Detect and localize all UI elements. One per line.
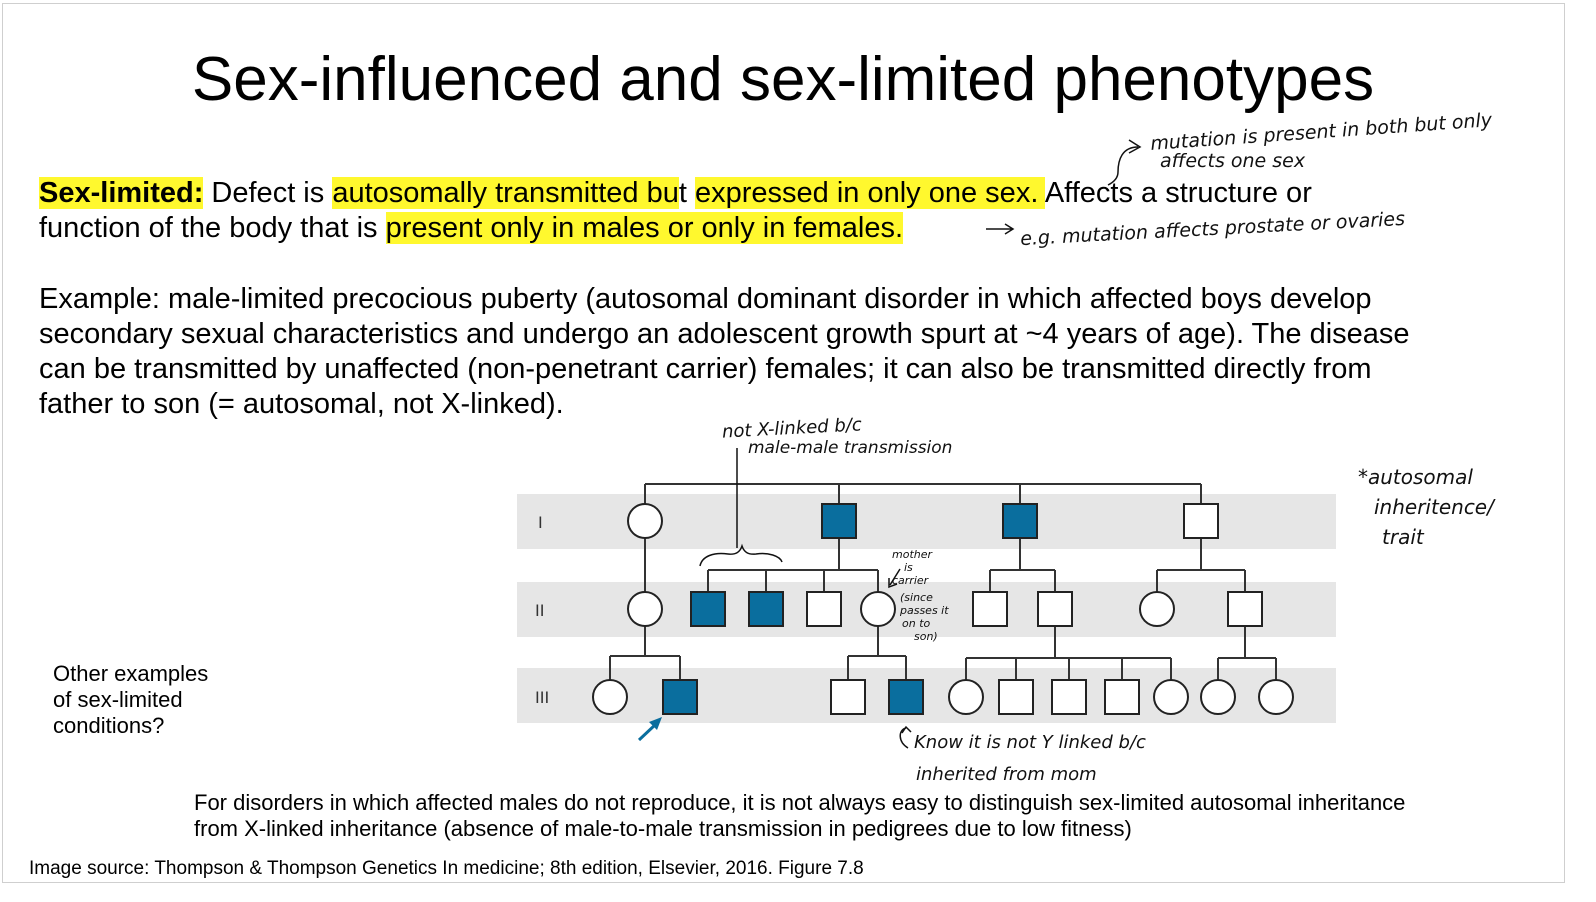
arrow-icon (1128, 139, 1142, 154)
note-from-mom: inherited from mom (916, 764, 1097, 785)
note-line: inheritence/ (1374, 495, 1494, 519)
footer-note: For disorders in which affected males do… (194, 790, 1405, 842)
image-source: Image source: Thompson & Thompson Geneti… (29, 858, 864, 879)
female-II-8 (1139, 591, 1175, 627)
definition-text: Defect is (203, 177, 333, 209)
male-II-6 (972, 591, 1008, 627)
highlight-one-sex: expressed in only one sex. (695, 177, 1045, 209)
note-line: trait (1382, 525, 1424, 549)
note-line: *autosomal (1358, 465, 1473, 489)
male-II-4 (806, 591, 842, 627)
pedigree-individuals (592, 503, 1294, 715)
other-examples-line: conditions? (53, 713, 165, 738)
example-line-2: secondary sexual characteristics and und… (39, 318, 1410, 350)
proband-arrow-icon (637, 717, 662, 742)
male-II-9 (1227, 591, 1263, 627)
arrow-icon (901, 725, 912, 734)
handwritten-marks (699, 139, 1142, 749)
affected-male-III-2-proband (662, 679, 698, 715)
note-male-male: male-male transmission (748, 438, 953, 458)
note-autosomal: *autosomal inheritence/ trait (1358, 462, 1494, 552)
generation-band-III (517, 668, 1336, 723)
other-examples-line: of sex-limited (53, 687, 183, 712)
note-line: is (904, 561, 913, 574)
carrier-female-II-5 (860, 591, 896, 627)
footer-note-line: For disorders in which affected males do… (194, 790, 1406, 815)
highlight-autosomal: autosomally transmitted bu (332, 177, 679, 209)
note-line: (since (900, 591, 933, 604)
affected-male-II-3 (748, 591, 784, 627)
male-II-7 (1037, 591, 1073, 627)
affected-male-II-2 (690, 591, 726, 627)
note-line: passes it (900, 604, 949, 617)
slide-title: Sex-influenced and sex-limited phenotype… (191, 45, 1375, 114)
example-line-1: Example: male-limited precocious puberty… (39, 283, 1372, 315)
note-one-sex: affects one sex (1160, 150, 1306, 172)
generation-label-III: III (535, 688, 549, 707)
female-III-11 (1258, 679, 1294, 715)
generation-labels: I II III (535, 513, 549, 707)
other-examples-line: Other examples (53, 661, 209, 686)
generation-label-II: II (535, 601, 544, 620)
curly-brace-mark (699, 543, 783, 567)
female-II-1 (627, 591, 663, 627)
arrow-icon (888, 568, 901, 589)
female-I-1 (627, 503, 663, 539)
sex-limited-label: Sex-limited: (39, 177, 204, 209)
male-III-7 (1051, 679, 1087, 715)
arrow-right-icon (986, 223, 1015, 235)
sex-limited-line-1: Sex-limited: Defect is autosomally trans… (39, 176, 1312, 211)
affected-male-I-3 (1002, 503, 1038, 539)
footer-note-line: from X-linked inheritance (absence of ma… (194, 816, 1132, 841)
note-line: son) (914, 630, 938, 643)
female-III-5 (948, 679, 984, 715)
note-line: on to (902, 617, 931, 630)
affected-male-III-4 (888, 679, 924, 715)
slide-frame (2, 3, 1565, 883)
female-III-10 (1200, 679, 1236, 715)
note-line: mother (892, 548, 933, 561)
female-III-1 (592, 679, 628, 715)
note-not-y-linked: Know it is not Y linked b/c (914, 732, 1146, 753)
male-I-4 (1183, 503, 1219, 539)
definition-text: function of the body that is (39, 212, 386, 244)
note-mother-carrier: mother is carrier (since passes it on to… (892, 548, 949, 643)
example-line-3: can be transmitted by unaffected (non-pe… (39, 353, 1372, 385)
male-III-8 (1104, 679, 1140, 715)
male-III-6 (998, 679, 1034, 715)
example-line-4: father to son (= autosomal, not X-linked… (39, 388, 564, 420)
female-III-9 (1153, 679, 1189, 715)
generation-label-I: I (538, 513, 543, 532)
note-line: carrier (892, 574, 929, 587)
definition-text: t (678, 177, 695, 209)
male-III-3 (830, 679, 866, 715)
definition-text: Affects a structure or (1044, 177, 1312, 209)
sex-limited-line-2: function of the body that is present onl… (39, 211, 904, 246)
pedigree-lines (609, 483, 1277, 680)
highlight-males-females: present only in males or only in females… (385, 212, 904, 244)
other-examples-text: Other examples of sex-limited conditions… (53, 661, 208, 739)
brace-mark (1107, 146, 1139, 186)
affected-male-I-2 (821, 503, 857, 539)
